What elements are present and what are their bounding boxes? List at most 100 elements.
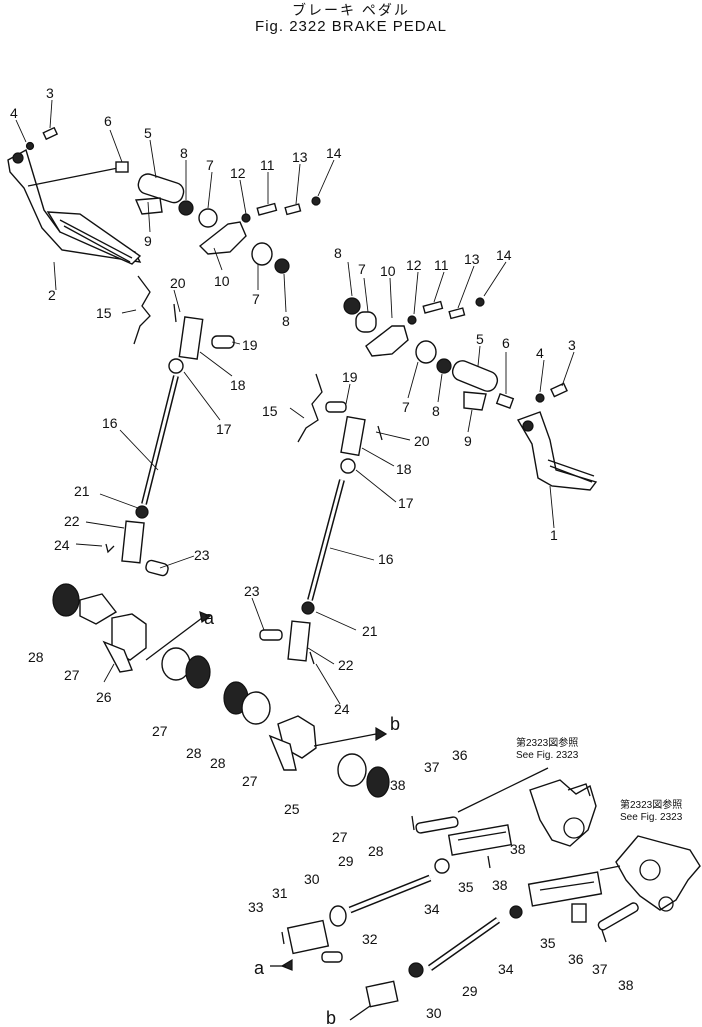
part-labels: 3 4 6 5 8 7 12 11 13 14 9 2 10 7 8 15 20…: [10, 85, 683, 1027]
callout-8-right: 8: [334, 245, 342, 261]
callout-28-left: 28: [28, 649, 44, 665]
callout-37-upper: 37: [424, 759, 440, 775]
callout-15-left: 15: [96, 305, 112, 321]
callout-23-left: 23: [194, 547, 210, 563]
callout-38-mid2: 38: [510, 841, 526, 857]
callout-12-right: 12: [406, 257, 422, 273]
callout-29-upper: 29: [338, 853, 354, 869]
callout-14-right: 14: [496, 247, 512, 263]
callout-10-left: 10: [214, 273, 230, 289]
callout-2: 2: [48, 287, 56, 303]
callout-13-right: 13: [464, 251, 480, 267]
callout-33: 33: [248, 899, 264, 915]
callout-8: 8: [180, 145, 188, 161]
callout-3-right: 3: [568, 337, 576, 353]
callout-28-mid: 28: [186, 745, 202, 761]
callout-32: 32: [362, 931, 378, 947]
callout-11-right: 11: [434, 257, 449, 273]
callout-30-upper: 30: [304, 871, 320, 887]
left-shaft-parts: [52, 583, 212, 689]
japanese-title: ブレーキ ペダル: [292, 2, 410, 18]
callout-28-right: 28: [210, 755, 226, 771]
callout-31: 31: [272, 885, 288, 901]
callout-11: 11: [260, 157, 275, 173]
figure-title: Fig. 2322 BRAKE PEDAL: [255, 18, 447, 35]
callout-8-right2: 8: [432, 403, 440, 419]
callout-24-right: 24: [334, 701, 350, 717]
callout-27-left: 27: [64, 667, 80, 683]
callout-27-right: 27: [242, 773, 258, 789]
callout-25: 25: [284, 801, 300, 817]
callout-35-lower: 35: [540, 935, 556, 951]
callout-36-upper: 36: [452, 747, 468, 763]
ref-b-upper: b: [390, 714, 400, 734]
callout-7-right: 7: [358, 261, 366, 277]
callout-13: 13: [292, 149, 308, 165]
callout-16-right: 16: [378, 551, 394, 567]
left-pedal-pivot-parts: [25, 126, 321, 374]
callout-23-right: 23: [244, 583, 260, 599]
callout-34-upper: 34: [424, 901, 440, 917]
callout-6: 6: [104, 113, 112, 129]
callout-36-lower: 36: [568, 951, 584, 967]
callout-19-right: 19: [342, 369, 358, 385]
callout-4-right: 4: [536, 345, 544, 361]
callout-7: 7: [206, 157, 214, 173]
callout-7-right2: 7: [402, 399, 410, 415]
left-rod-16: [105, 375, 179, 577]
callout-38-upper: 38: [390, 777, 406, 793]
callout-15-right: 15: [262, 403, 278, 419]
callout-34-lower: 34: [498, 961, 514, 977]
callout-3: 3: [46, 85, 54, 101]
callout-29-lower: 29: [462, 983, 478, 999]
callout-8-left: 8: [282, 313, 290, 329]
callout-26: 26: [96, 689, 112, 705]
callout-4: 4: [10, 105, 18, 121]
left-pedal-2: [7, 148, 142, 265]
callout-27-lower: 27: [332, 829, 348, 845]
callout-35-upper: 35: [458, 879, 474, 895]
callout-38-lower: 38: [618, 977, 634, 993]
callout-18-right: 18: [396, 461, 412, 477]
callout-10-right: 10: [380, 263, 396, 279]
right-pedal-1: [516, 411, 598, 491]
callout-27-mid: 27: [152, 723, 168, 739]
callout-9: 9: [144, 233, 152, 249]
callout-19-left: 19: [242, 337, 258, 353]
callout-12: 12: [230, 165, 246, 181]
callout-16-left: 16: [102, 415, 118, 431]
fig-2323-reference-part-upper: [529, 779, 597, 847]
lower-linkage-parts: [270, 767, 639, 1021]
right-shaft-parts: [223, 681, 390, 798]
callout-14: 14: [326, 145, 342, 161]
callout-21-left: 21: [74, 483, 90, 499]
callout-5: 5: [144, 125, 152, 141]
note-jp-upper: 第2323図参照: [516, 736, 578, 749]
leader-lines: [15, 99, 575, 705]
callout-20-right: 20: [414, 433, 430, 449]
ref-a-lower: a: [254, 958, 265, 978]
callout-38-mid: 38: [492, 877, 508, 893]
callout-21-right: 21: [362, 623, 378, 639]
right-rod-16: [259, 479, 345, 665]
note-jp-lower: 第2323図参照: [620, 798, 682, 811]
callout-6-right: 6: [502, 335, 510, 351]
note-en-lower: See Fig. 2323: [620, 812, 683, 823]
right-pedal-pivot-parts: [297, 297, 568, 474]
callout-22-right: 22: [338, 657, 354, 673]
callout-1: 1: [550, 527, 558, 543]
callout-20-left: 20: [170, 275, 186, 291]
callout-24-left: 24: [54, 537, 70, 553]
callout-37-lower: 37: [592, 961, 608, 977]
callout-22-left: 22: [64, 513, 80, 529]
callout-7-left: 7: [252, 291, 260, 307]
ref-a-upper: a: [204, 608, 215, 628]
fig-2323-reference-part-lower: [599, 835, 701, 912]
ref-b-lower: b: [326, 1008, 336, 1027]
callout-30-lower: 30: [426, 1005, 442, 1021]
callout-18-left: 18: [230, 377, 246, 393]
callout-9-right: 9: [464, 433, 472, 449]
callout-17-left: 17: [216, 421, 232, 437]
callout-17-right: 17: [398, 495, 414, 511]
